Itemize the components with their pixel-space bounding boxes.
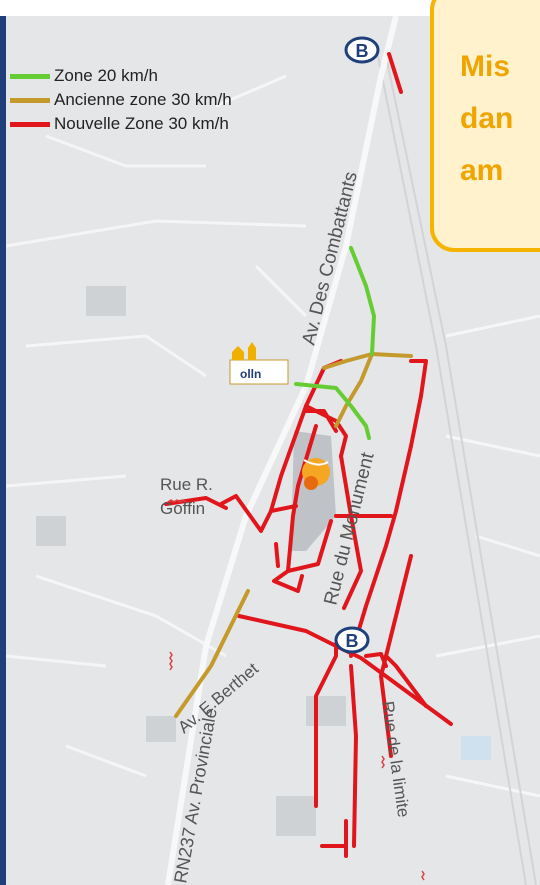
legend-item-old-zone-30: Ancienne zone 30 km/h xyxy=(10,88,232,112)
info-callout-box: Mis dan am xyxy=(430,0,540,252)
central-plaza xyxy=(291,431,336,551)
old-zone-30-streets xyxy=(174,352,413,718)
zone-20-streets xyxy=(294,246,376,440)
legend-item-new-zone-30: Nouvelle Zone 30 km/h xyxy=(10,112,232,136)
station-icon-south: B xyxy=(334,626,370,654)
street-label-rue-r: Rue R. xyxy=(160,475,213,494)
station-icon-label: B xyxy=(346,631,359,651)
legend-label: Nouvelle Zone 30 km/h xyxy=(54,114,229,133)
street-label-goffin: Goffin xyxy=(160,499,205,518)
legend-swatch-zone-20 xyxy=(10,73,50,79)
new-zone-30-streets xyxy=(164,52,453,858)
background-streets xyxy=(6,74,540,798)
street-end-markers xyxy=(167,499,425,881)
left-border-bar xyxy=(0,16,6,885)
callout-line-3: am xyxy=(460,154,504,187)
building-blocks xyxy=(36,286,491,836)
railway xyxy=(377,55,537,885)
callout-line-1: Mis xyxy=(460,50,511,83)
legend-item-zone-20: Zone 20 km/h xyxy=(10,64,232,88)
station-icon-north: B xyxy=(344,36,380,64)
station-icon-label: B xyxy=(356,41,369,61)
olln-logo: olln xyxy=(229,342,289,385)
legend-swatch-new-zone-30 xyxy=(10,121,50,127)
olln-logo-text: olln xyxy=(240,367,261,381)
map-legend: Zone 20 km/h Ancienne zone 30 km/h Nouve… xyxy=(10,64,232,136)
landmark-sphere-icon xyxy=(302,458,330,490)
callout-line-2: dan xyxy=(460,102,514,135)
legend-label: Zone 20 km/h xyxy=(54,66,158,85)
legend-label: Ancienne zone 30 km/h xyxy=(54,90,232,109)
legend-swatch-old-zone-30 xyxy=(10,97,50,103)
